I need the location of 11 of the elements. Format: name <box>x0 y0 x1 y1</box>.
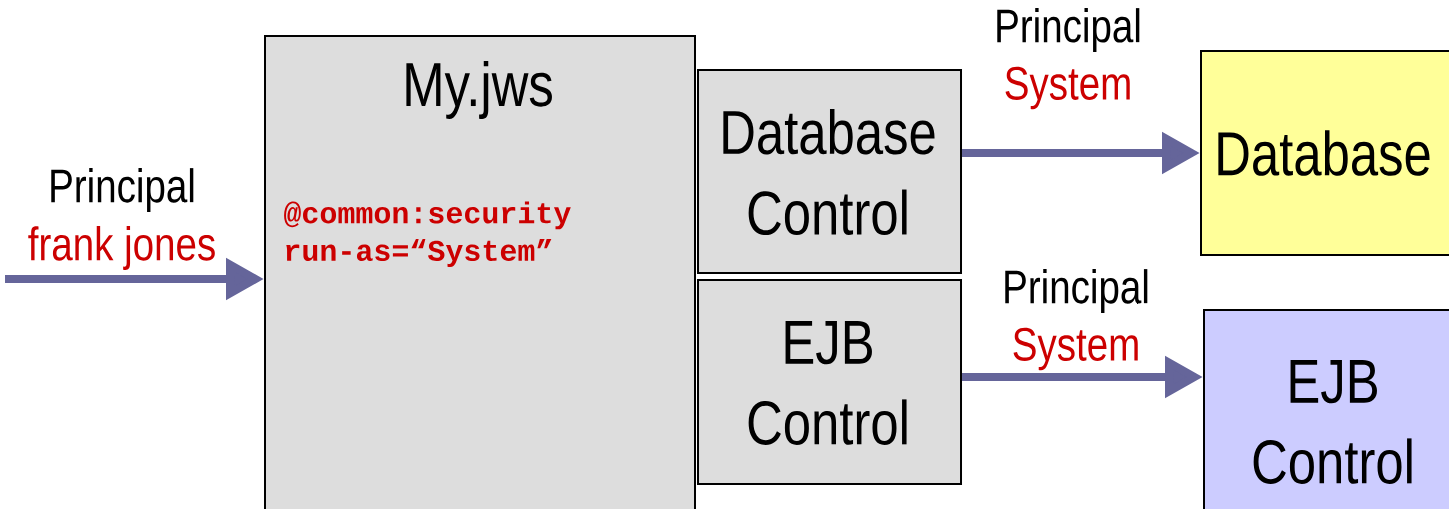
database-box: Database <box>1200 50 1449 256</box>
service-box: My.jws @common:security run-as=“System” <box>264 35 696 509</box>
control-box: EJB Control <box>697 279 962 485</box>
principal-label: System <box>1013 327 1138 371</box>
control-box: Database Control <box>697 69 962 274</box>
principal-label: Principal <box>997 8 1140 52</box>
principal-label: Principal <box>1005 269 1148 313</box>
principal-label: frank jones <box>28 226 215 270</box>
principal-label: System <box>1005 66 1130 110</box>
control-box: EJB Control <box>1203 309 1449 509</box>
principal-label: Principal <box>51 168 194 212</box>
